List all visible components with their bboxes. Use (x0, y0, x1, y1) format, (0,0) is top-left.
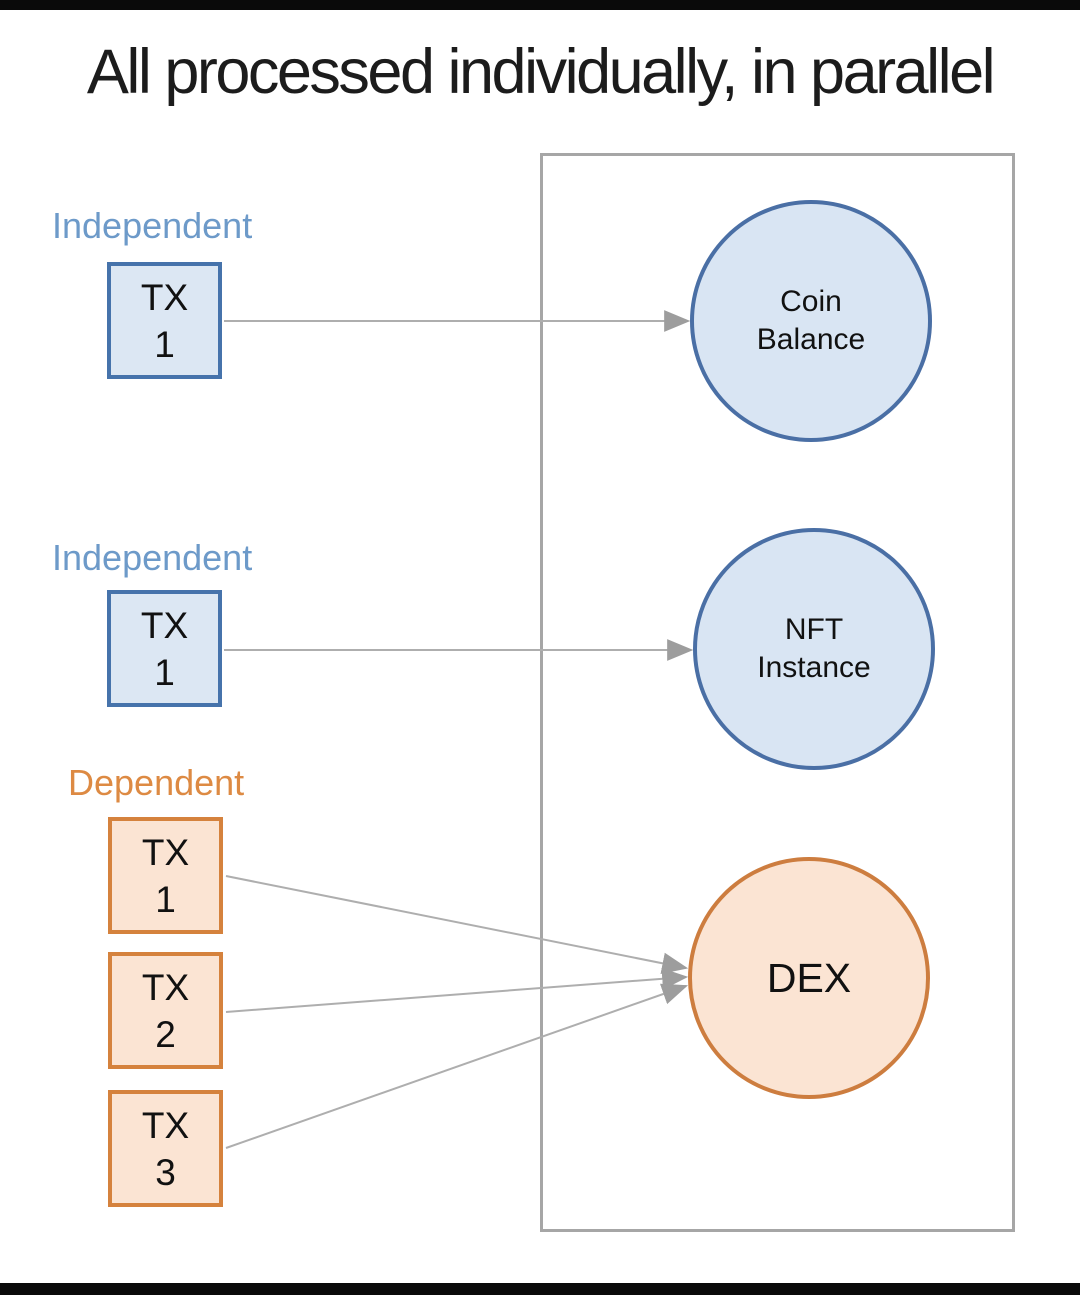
dependent-label: Dependent (68, 762, 245, 803)
tx-box-dependent-1: TX 1 (108, 817, 223, 934)
tx-box-line1: TX (140, 276, 189, 318)
tx-box-line1: TX (141, 1104, 190, 1146)
tx-box-line2: 2 (155, 1013, 176, 1055)
bottom-letterbox-bar (0, 1283, 1080, 1295)
node-line1: DEX (766, 955, 852, 1001)
independent-label-2: Independent (52, 537, 253, 578)
tx-box-line2: 1 (154, 651, 175, 693)
top-letterbox-bar (0, 0, 1080, 10)
nft-instance-node: NFT Instance (693, 528, 935, 770)
node-line1: NFT (784, 613, 844, 646)
tx-box-line2: 1 (154, 323, 175, 365)
tx-box-dependent-2: TX 2 (108, 952, 223, 1069)
page-title: All processed individually, in parallel (86, 37, 996, 107)
tx-box-line2: 3 (155, 1151, 176, 1193)
tx-box-independent-2: TX 1 (107, 590, 222, 707)
node-line1: Coin (780, 285, 842, 318)
coin-balance-node: Coin Balance (690, 200, 932, 442)
tx-box-line1: TX (141, 831, 190, 873)
tx-box-independent-1: TX 1 (107, 262, 222, 379)
tx-box-line1: TX (140, 604, 189, 646)
node-line2: Instance (757, 651, 871, 684)
node-line2: Balance (756, 323, 866, 356)
dex-node: DEX (688, 857, 930, 1099)
independent-label-1: Independent (52, 205, 253, 246)
tx-box-line1: TX (141, 966, 190, 1008)
tx-box-dependent-3: TX 3 (108, 1090, 223, 1207)
tx-box-line2: 1 (155, 878, 176, 920)
